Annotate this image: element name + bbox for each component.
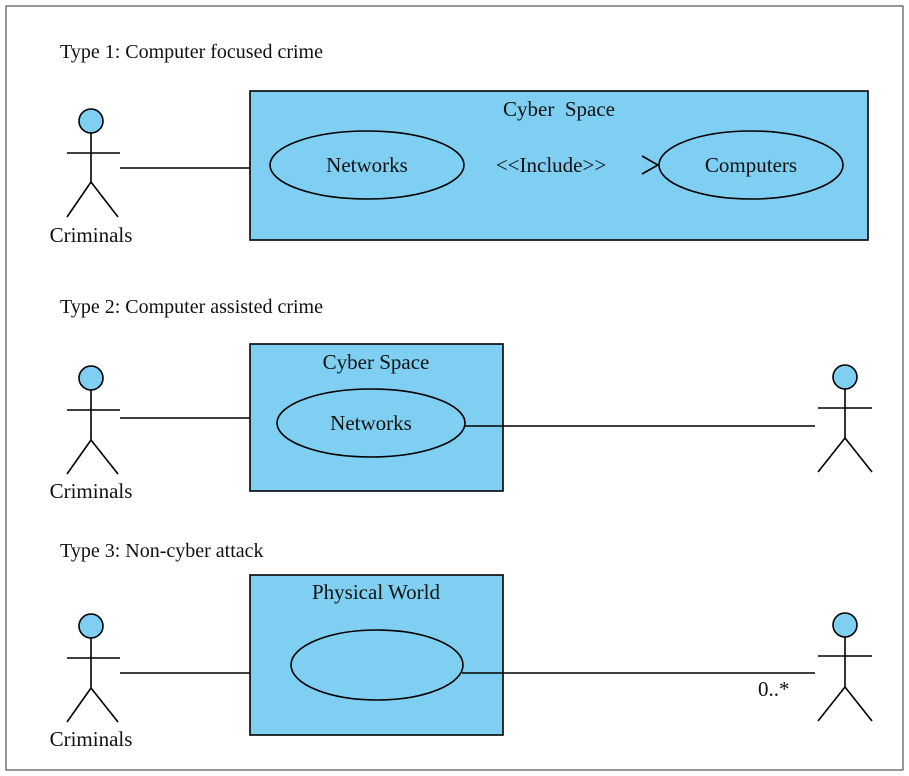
include-relation-label: <<Include>> xyxy=(496,153,606,177)
actor-head xyxy=(832,364,858,390)
actor-label: Criminals xyxy=(50,223,133,247)
usecase-label-computers: Computers xyxy=(705,153,797,177)
actor-criminals-3: Criminals xyxy=(50,613,133,751)
boundary-label: Cyber Space xyxy=(503,97,615,121)
actor-head xyxy=(78,613,104,639)
usecase-networks[interactable] xyxy=(276,388,466,458)
section-type-1: Type 1: Computer focused crime Criminals… xyxy=(50,41,869,247)
actor-head xyxy=(78,365,104,391)
section-type-2: Type 2: Computer assisted crime Criminal… xyxy=(50,296,873,503)
actor-head xyxy=(78,108,104,134)
multiplicity-label: 0..* xyxy=(758,677,790,701)
include-arrowhead xyxy=(641,155,660,175)
section-title-type-1: Type 1: Computer focused crime xyxy=(60,41,323,63)
usecase-label-networks: Networks xyxy=(330,411,412,435)
actor-label: Criminals xyxy=(50,727,133,751)
boundary-label: Cyber Space xyxy=(323,350,430,374)
section-title-type-2: Type 2: Computer assisted crime xyxy=(60,296,323,318)
usecase-label-networks: Networks xyxy=(326,153,408,177)
usecase-unnamed[interactable] xyxy=(290,629,464,701)
actor-victim-3 xyxy=(817,612,873,722)
actor-label: Criminals xyxy=(50,479,133,503)
actor-criminals-2: Criminals xyxy=(50,365,133,503)
actor-victim-2 xyxy=(817,364,873,473)
actor-head xyxy=(832,612,858,638)
actor-criminals-1: Criminals xyxy=(50,108,133,247)
boundary-label: Physical World xyxy=(312,580,440,604)
section-title-type-3: Type 3: Non-cyber attack xyxy=(60,540,264,562)
usecase-networks[interactable] xyxy=(269,130,465,200)
section-type-3: Type 3: Non-cyber attack Criminals Physi… xyxy=(50,540,873,751)
